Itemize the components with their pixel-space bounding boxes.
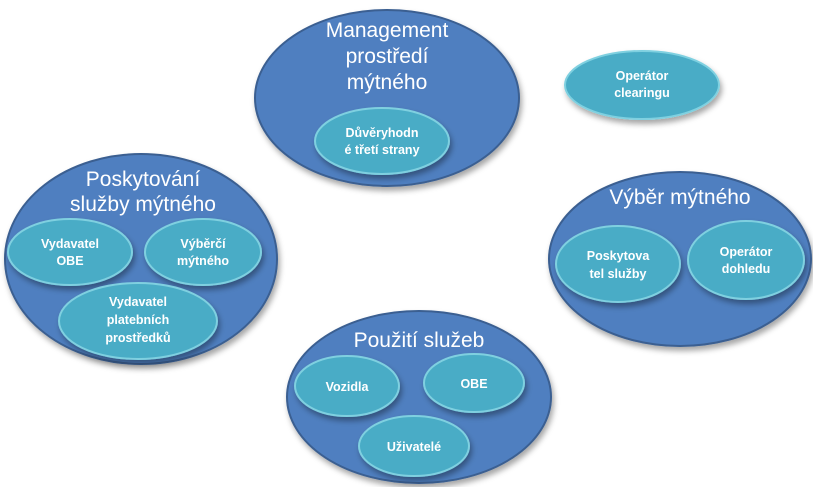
node-poskytovatel-line-1: Poskytova (587, 249, 651, 263)
node-obe-label: OBE (460, 377, 487, 391)
group-pouziti-title: Použití služeb (354, 329, 485, 352)
node-obe-ellipse (423, 353, 525, 413)
group-poskytovani: Poskytování služby mýtného Vydavatel OBE… (4, 153, 278, 365)
node-operator-clearingu: Operátor clearingu (564, 50, 720, 120)
node-vydavatel-platebnich-line-3: prostředků (105, 331, 170, 345)
node-obe: OBE (423, 353, 525, 413)
node-poskytovatel-ellipse (555, 225, 681, 303)
node-operator-dohledu-ellipse (687, 220, 805, 300)
node-vydavatel-platebnich-ellipse (58, 282, 218, 360)
node-vozidla: Vozidla (294, 355, 400, 417)
node-vydavatel-obe-line-2: OBE (56, 254, 83, 268)
node-vydavatel-obe: Vydavatel OBE (7, 218, 133, 286)
group-pouziti-sluzeb: Použití služeb Vozidla OBE Uživatelé (286, 310, 552, 484)
node-duveryhodne-ellipse (314, 107, 450, 175)
node-operator-clearingu-line-1: Operátor (616, 69, 669, 83)
node-vozidla-ellipse (294, 355, 400, 417)
node-vyberci-ellipse (144, 218, 262, 286)
node-vozidla-label: Vozidla (326, 380, 370, 394)
node-operator-clearingu-ellipse (564, 50, 720, 120)
node-operator-dohledu-line-1: Operátor (720, 245, 773, 259)
node-operator-dohledu-line-2: dohledu (722, 262, 771, 276)
node-operator-dohledu: Operátor dohledu (687, 220, 805, 300)
node-vyberci-mytneho: Výběrčí mýtného (144, 218, 262, 286)
node-poskytovatel-sluzby: Poskytova tel služby (555, 225, 681, 303)
group-poskytovani-title-line-2: služby mýtného (70, 193, 216, 216)
node-poskytovatel-line-2: tel služby (590, 267, 647, 281)
node-vydavatel-platebnich-prostredku: Vydavatel platebních prostředků (58, 282, 218, 360)
node-vydavatel-platebnich-line-2: platebních (107, 313, 170, 327)
node-uzivatele-ellipse (358, 415, 470, 477)
node-vydavatel-platebnich-line-1: Vydavatel (109, 295, 167, 309)
node-vydavatel-obe-ellipse (7, 218, 133, 286)
group-management-title-line-2: prostředí (346, 45, 429, 68)
node-duveryhodne-line-1: Důvěryhodn (346, 126, 419, 140)
group-management: Management prostředí mýtného Důvěryhodn … (254, 9, 520, 187)
node-vyberci-line-1: Výběrčí (180, 237, 226, 251)
node-duveryhodne-line-2: é třetí strany (344, 143, 419, 157)
node-vydavatel-obe-line-1: Vydavatel (41, 237, 99, 251)
group-poskytovani-title-line-1: Poskytování (86, 168, 201, 191)
node-uzivatele: Uživatelé (358, 415, 470, 477)
group-management-title-line-1: Management (326, 19, 449, 42)
node-uzivatele-label: Uživatelé (387, 440, 441, 454)
group-management-title-line-3: mýtného (347, 71, 428, 94)
group-vyber-mytneho: Výběr mýtného Poskytova tel služby Operá… (548, 171, 812, 347)
node-operator-clearingu-line-2: clearingu (614, 86, 670, 100)
node-vyberci-line-2: mýtného (177, 254, 229, 268)
node-duveryhodne-treti-strany: Důvěryhodn é třetí strany (314, 107, 450, 175)
group-vyber-title: Výběr mýtného (609, 186, 750, 209)
